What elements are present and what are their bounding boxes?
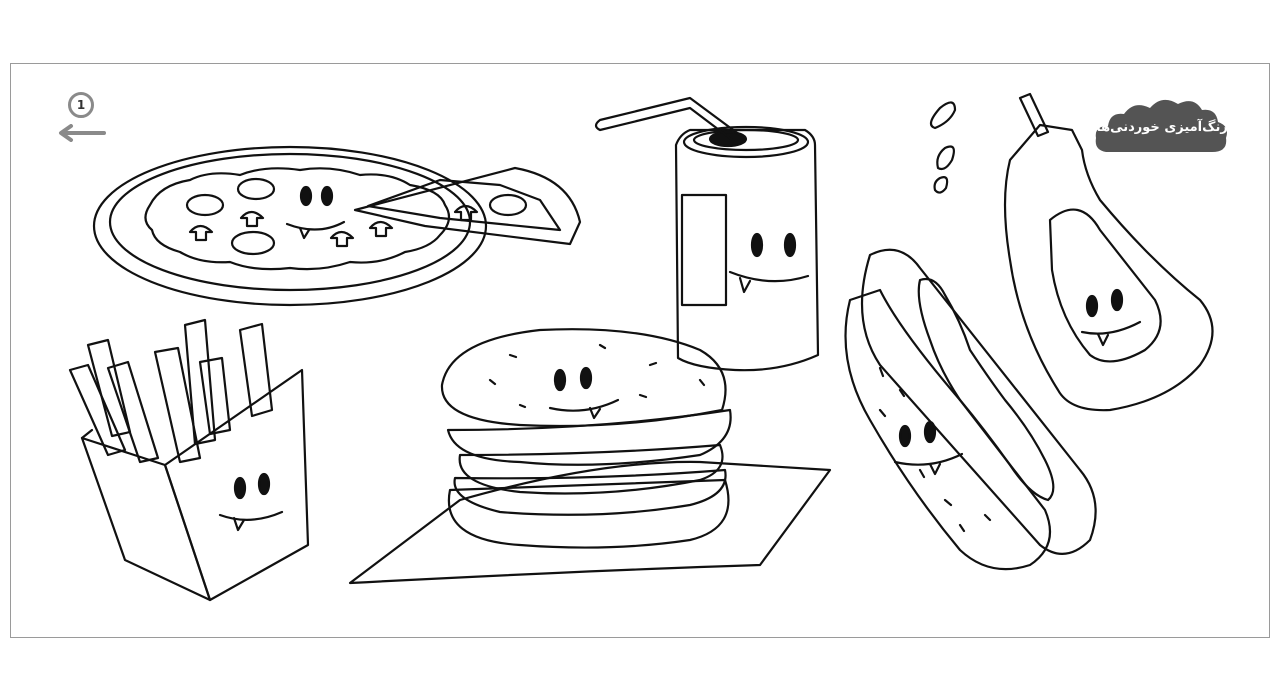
top-blank-area bbox=[0, 0, 180, 63]
back-button[interactable]: 1 bbox=[56, 92, 108, 152]
pizza-illustration bbox=[92, 145, 582, 307]
ketchup-bottle-illustration bbox=[929, 92, 1214, 412]
arrow-left-icon bbox=[59, 124, 106, 142]
soda-can-illustration bbox=[594, 96, 820, 372]
french-fries-illustration bbox=[68, 318, 310, 602]
cloud-icon bbox=[1095, 99, 1227, 152]
hot-dog-illustration bbox=[844, 248, 1097, 571]
title-badge: رنگ‌آمیزی خوردنی‌ها bbox=[1092, 92, 1232, 158]
page-title: رنگ‌آمیزی خوردنی‌ها bbox=[1096, 120, 1228, 135]
burger-illustration bbox=[348, 328, 832, 585]
page-number-badge: 1 bbox=[68, 92, 94, 118]
